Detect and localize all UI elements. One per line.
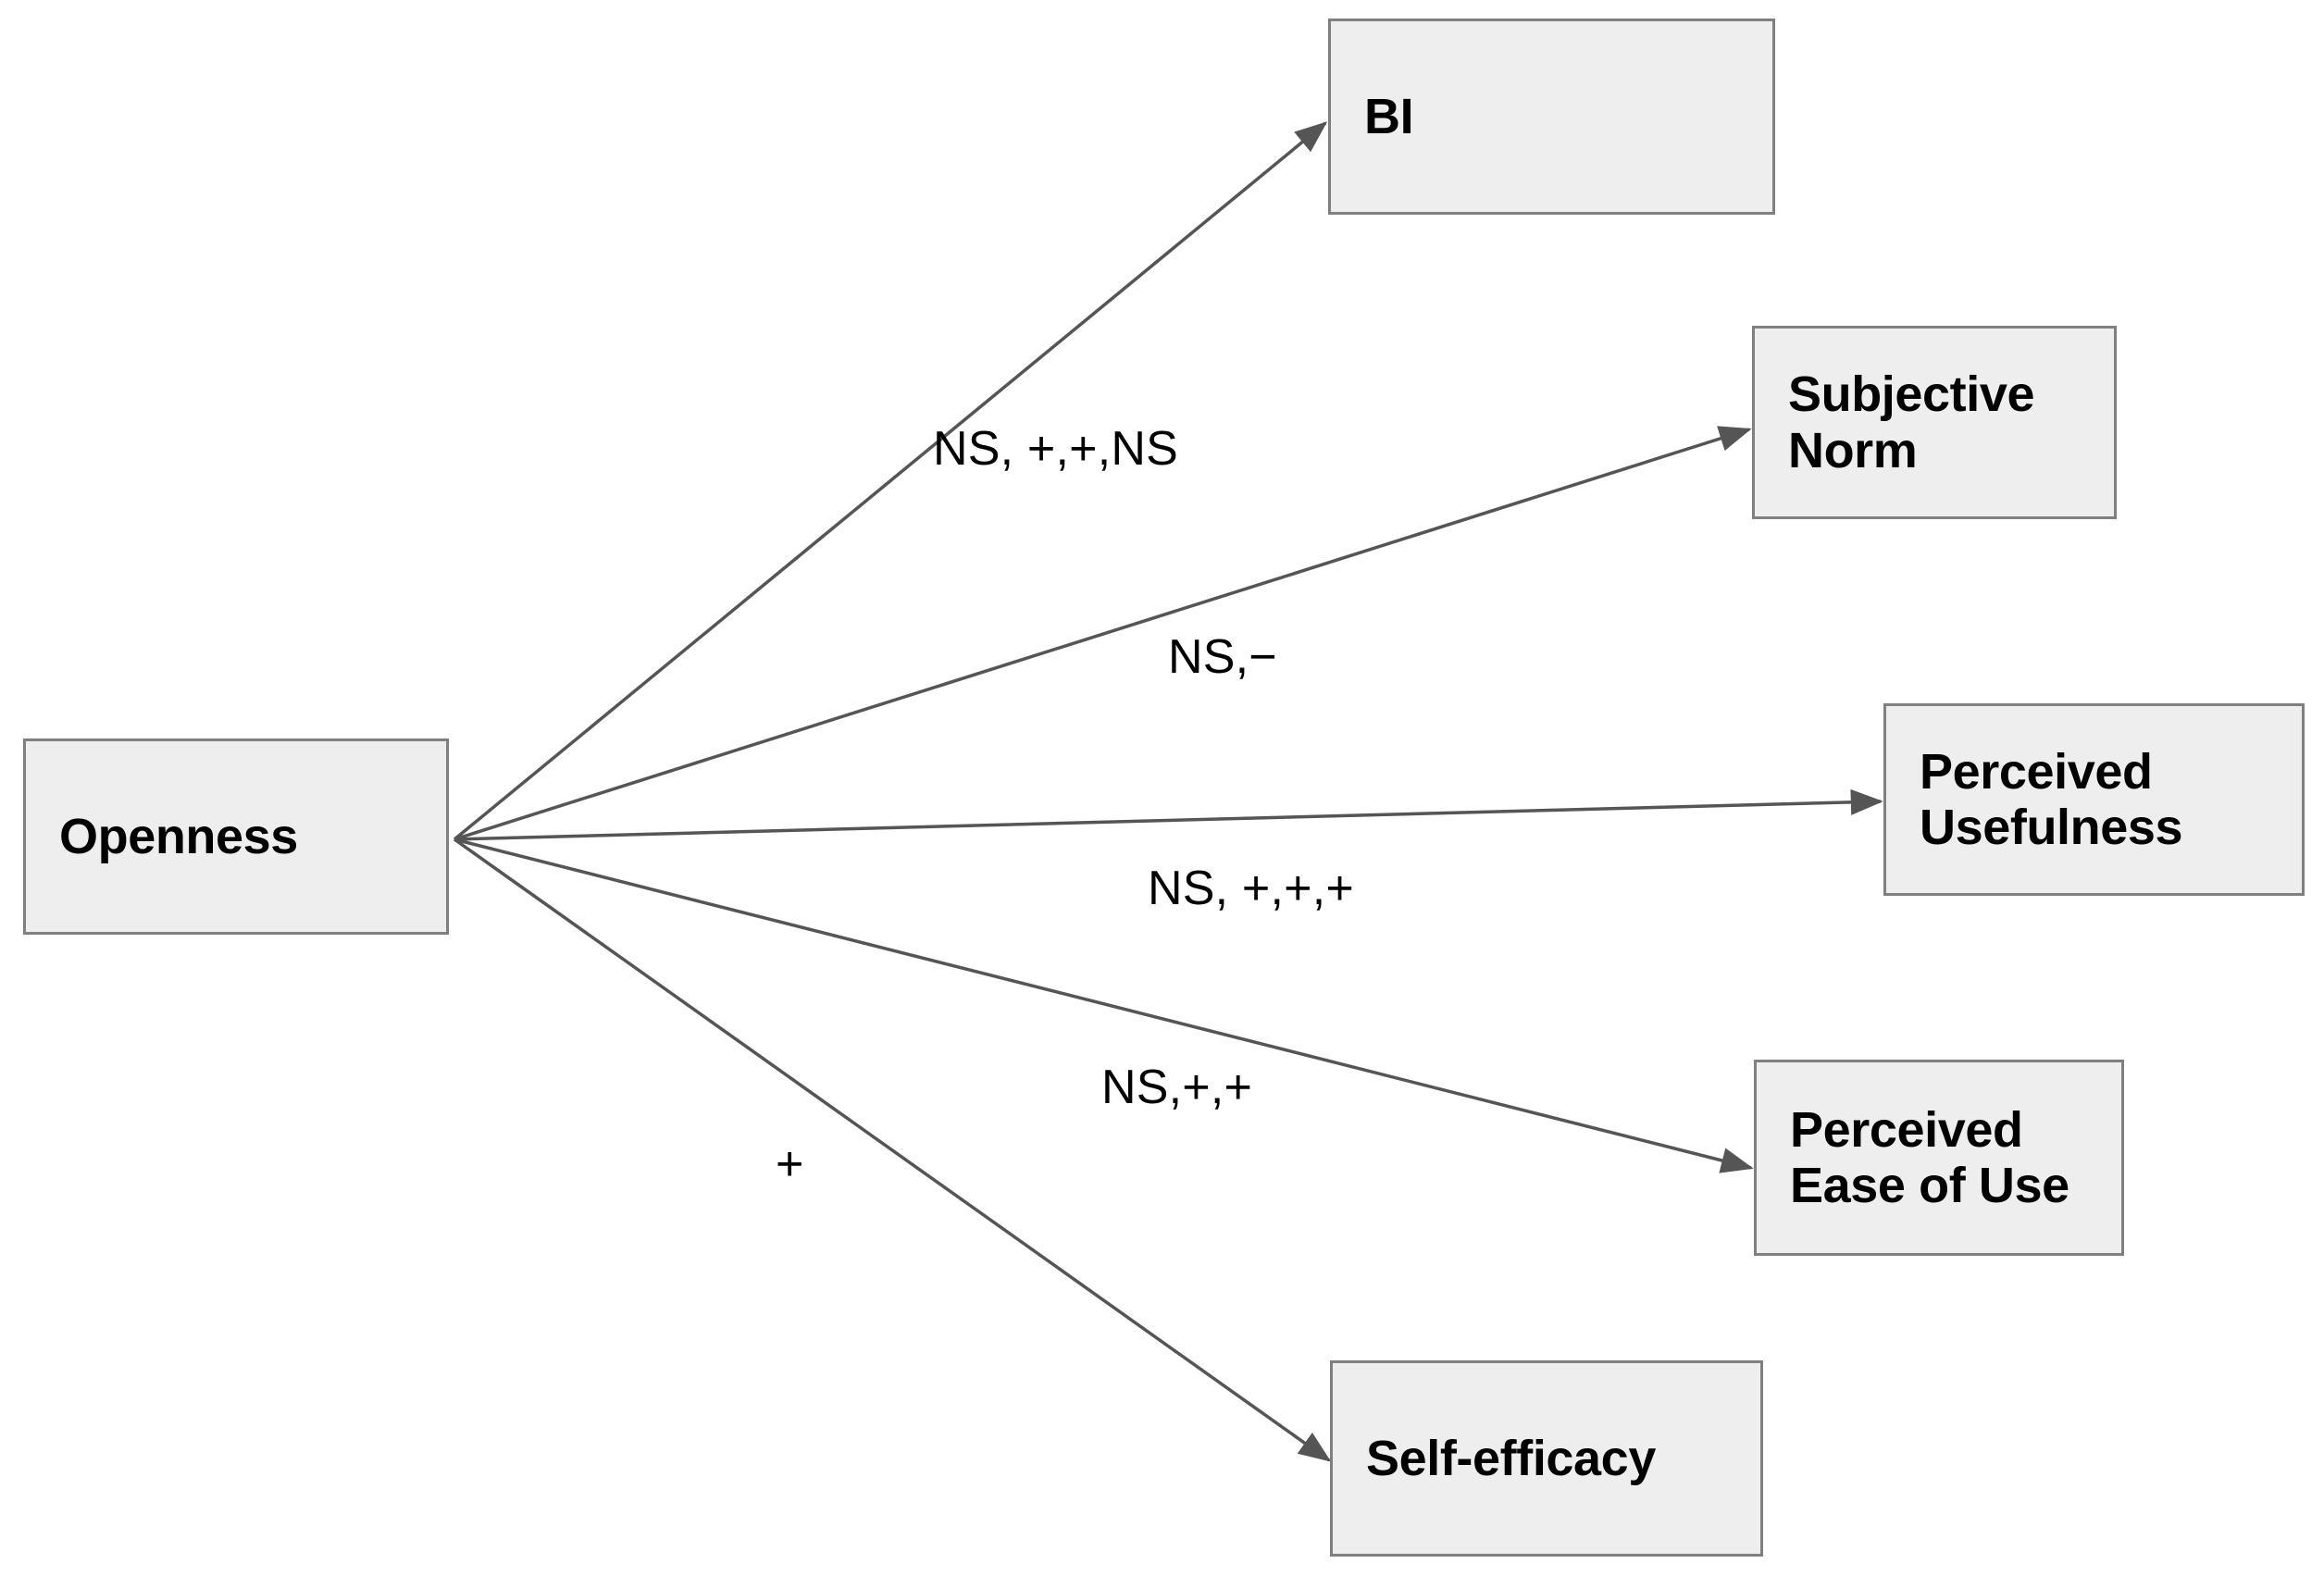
node-perceived-ease-of-use[interactable]: Perceived Ease of Use xyxy=(1754,1060,2124,1256)
edge-openness-to-subjective-norm xyxy=(454,426,1752,841)
node-openness-label: Openness xyxy=(59,808,298,864)
node-openness[interactable]: Openness xyxy=(23,738,449,935)
node-self-efficacy[interactable]: Self-efficacy xyxy=(1330,1360,1763,1557)
node-subjective-norm[interactable]: Subjective Norm xyxy=(1752,326,2117,519)
edge-openness-to-bi xyxy=(453,121,1328,841)
node-subjective-norm-label: Subjective Norm xyxy=(1788,366,2035,478)
edge-openness-to-self-efficacy xyxy=(453,838,1332,1462)
edge-openness-to-perceived-usefulness xyxy=(454,788,1883,841)
node-perceived-ease-of-use-label: Perceived Ease of Use xyxy=(1790,1101,2069,1213)
node-self-efficacy-label: Self-efficacy xyxy=(1366,1430,1656,1486)
node-perceived-usefulness[interactable]: Perceived Usefulness xyxy=(1883,703,2305,896)
edge-openness-to-perceived-ease-of-use xyxy=(454,838,1754,1173)
node-bi[interactable]: BI xyxy=(1328,19,1775,215)
edge-label-openness-to-subjective-norm: NS,− xyxy=(1168,630,1277,684)
edge-label-openness-to-self-efficacy: + xyxy=(776,1137,804,1191)
edge-label-openness-to-perceived-ease-of-use: NS,+,+ xyxy=(1101,1061,1253,1114)
node-bi-label: BI xyxy=(1364,88,1414,144)
node-perceived-usefulness-label: Perceived Usefulness xyxy=(1920,743,2183,855)
edge-label-openness-to-bi: NS, +,+,NS xyxy=(933,422,1178,476)
edge-label-openness-to-perceived-usefulness: NS, +,+,+ xyxy=(1148,862,1354,915)
